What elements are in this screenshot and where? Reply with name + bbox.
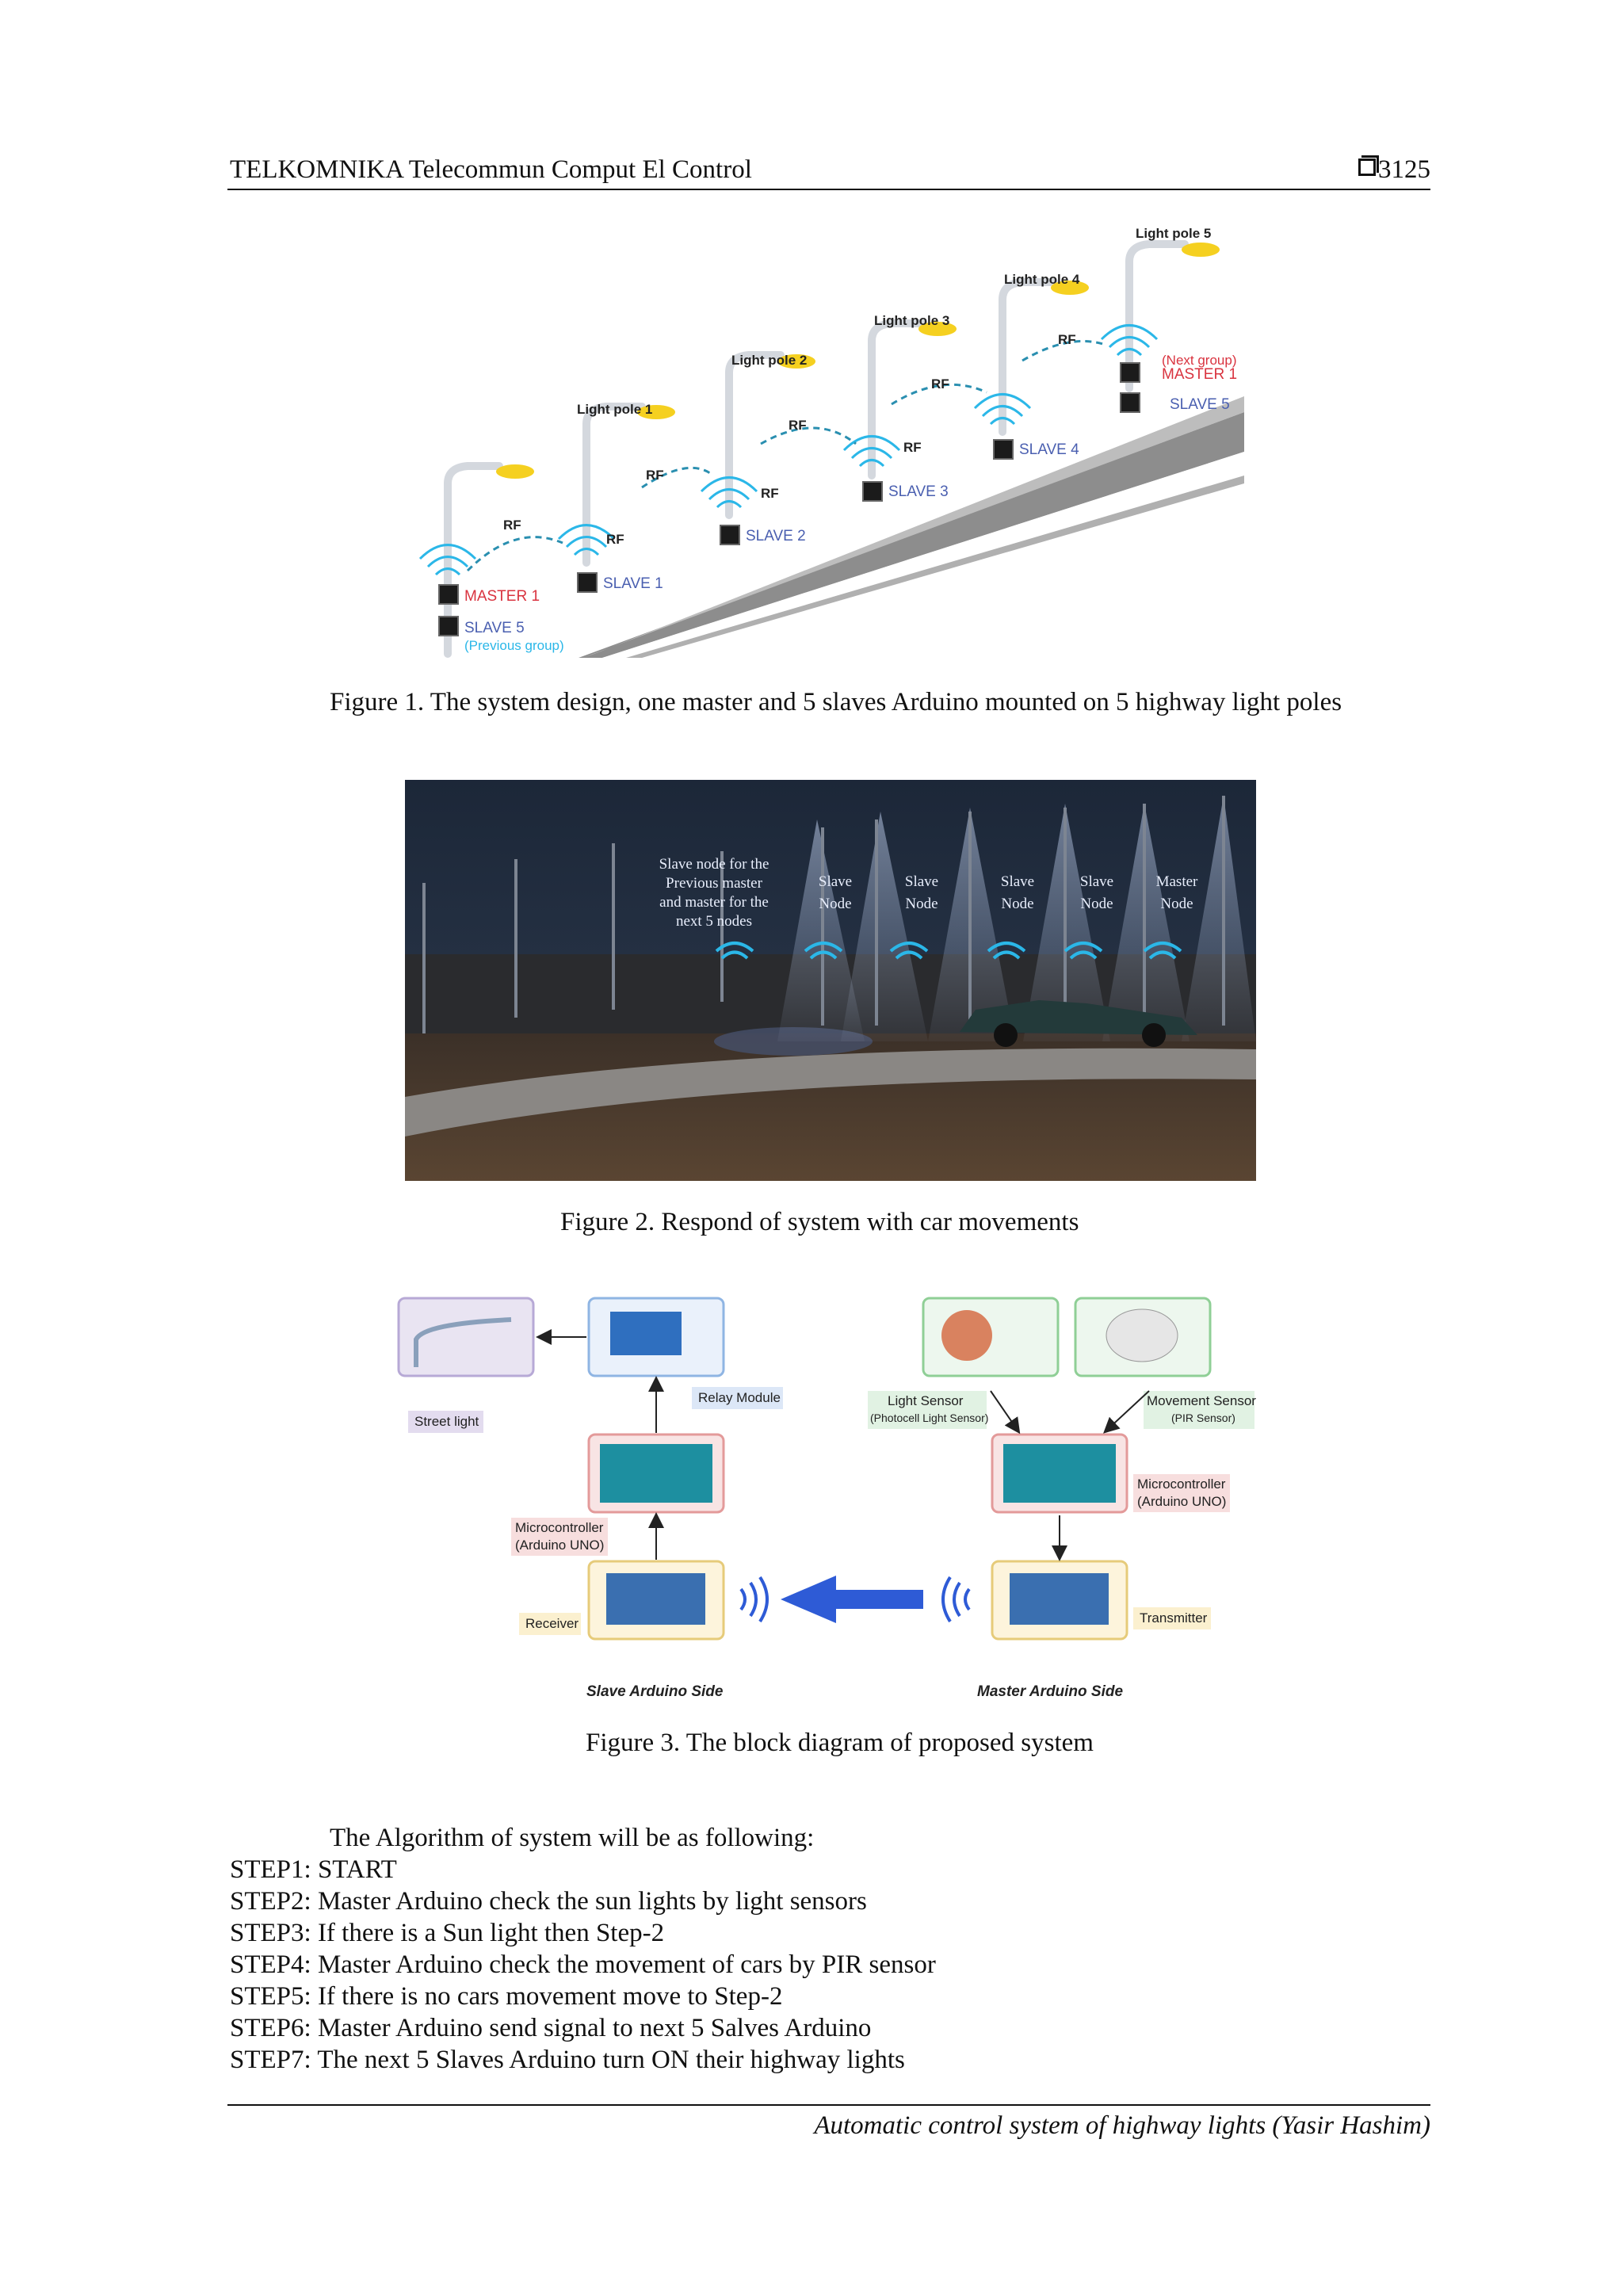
- algorithm-step-1: STEP1: START: [230, 1855, 397, 1884]
- slave-node-3-line-1: Slave: [1001, 873, 1034, 890]
- wifi-icons: [715, 942, 1182, 960]
- photocell-icon: [941, 1310, 992, 1361]
- poles: [422, 796, 1225, 1033]
- label-slave-2: SLAVE 2: [746, 528, 806, 544]
- prev-node-line-3: and master for the: [659, 894, 769, 911]
- car: [960, 1000, 1197, 1047]
- light-poles: [444, 240, 1189, 658]
- slave-microcontroller-label: Microcontroller: [515, 1520, 604, 1535]
- figure-1-system-design: Light pole 1 Light pole 2 Light pole 3 L…: [418, 226, 1244, 658]
- label-pole-1: Light pole 1: [577, 402, 652, 417]
- master-node-line-1: Master: [1156, 873, 1198, 890]
- transmitter-label: Transmitter: [1140, 1610, 1208, 1626]
- relay-module-label: Relay Module: [698, 1390, 781, 1405]
- label-rf-1: RF: [503, 518, 521, 533]
- label-pole-3: Light pole 3: [874, 313, 949, 328]
- label-master-1-next: MASTER 1: [1162, 366, 1237, 383]
- slave-side-label: Slave Arduino Side: [586, 1683, 724, 1700]
- label-rf-7: RF: [931, 376, 949, 392]
- photocell-label: (Photocell Light Sensor): [870, 1412, 988, 1424]
- master-side-label: Master Arduino Side: [977, 1683, 1123, 1700]
- figure-3-block-diagram: Street light Relay Module Microcontrolle…: [397, 1297, 1256, 1700]
- master-arduino-board-icon: [1003, 1444, 1116, 1503]
- light-sensor-label: Light Sensor: [888, 1393, 964, 1408]
- slave-arduino-uno-label: (Arduino UNO): [515, 1538, 604, 1553]
- pir-sensor-icon: [1106, 1308, 1178, 1362]
- page-marker-icon: [1358, 155, 1379, 176]
- arduino-board-icon: [600, 1444, 712, 1503]
- algorithm-intro: The Algorithm of system will be as follo…: [330, 1824, 815, 1852]
- wifi-signal-icons: [418, 324, 1159, 576]
- page-number: 3125: [1378, 155, 1430, 184]
- journal-title: TELKOMNIKA Telecommun Comput El Control: [230, 155, 752, 184]
- street-light-image: [397, 1297, 535, 1377]
- rf-arrows: [466, 340, 1106, 572]
- master-rf-module-icon: [1010, 1573, 1109, 1625]
- slave-node-4-line-1: Slave: [1080, 873, 1113, 890]
- slave-node-1-line-2: Node: [819, 896, 851, 912]
- algorithm-step-7: STEP7: The next 5 Slaves Arduino turn ON…: [230, 2046, 905, 2074]
- label-rf-8: RF: [1058, 332, 1076, 347]
- algorithm-step-3: STEP3: If there is a Sun light then Step…: [230, 1919, 665, 1947]
- label-slave-4: SLAVE 4: [1019, 441, 1079, 458]
- label-pole-5: Light pole 5: [1136, 226, 1211, 241]
- label-rf-4: RF: [761, 486, 779, 501]
- header-rule: [227, 189, 1430, 190]
- master-node-line-2: Node: [1160, 896, 1193, 912]
- label-rf-3: RF: [646, 468, 664, 483]
- big-transmission-arrow: [781, 1576, 923, 1623]
- prev-node-line-4: next 5 nodes: [676, 913, 752, 930]
- label-slave-3: SLAVE 3: [888, 483, 949, 500]
- slave-node-3-line-2: Node: [1001, 896, 1033, 912]
- label-slave-5-prev: SLAVE 5: [464, 620, 525, 636]
- prev-node-line-2: Previous master: [666, 875, 763, 892]
- movement-sensor-label: Movement Sensor: [1147, 1393, 1256, 1408]
- receiver-label: Receiver: [525, 1616, 579, 1631]
- road: [405, 1048, 1256, 1137]
- footer-rule: [227, 2104, 1430, 2106]
- footer-text: Automatic control system of highway ligh…: [814, 2111, 1430, 2140]
- slave-node-4-line-2: Node: [1080, 896, 1113, 912]
- rf-module-icon: [606, 1573, 705, 1625]
- algorithm-step-5: STEP5: If there is no cars movement move…: [230, 1982, 783, 2011]
- slave-node-1-line-1: Slave: [819, 873, 852, 890]
- figure-2-photo: Slave node for the Previous master and m…: [405, 780, 1256, 1181]
- master-microcontroller-label: Microcontroller: [1137, 1477, 1226, 1492]
- label-master-1: MASTER 1: [464, 588, 540, 605]
- figure-1-caption: Figure 1. The system design, one master …: [330, 688, 1342, 716]
- pir-label: (PIR Sensor): [1171, 1412, 1235, 1424]
- label-rf-5: RF: [789, 418, 807, 433]
- algorithm-step-4: STEP4: Master Arduino check the movement…: [230, 1950, 936, 1979]
- label-rf-6: RF: [903, 440, 922, 455]
- label-slave-5-next: SLAVE 5: [1170, 396, 1230, 413]
- figure-2-caption: Figure 2. Respond of system with car mov…: [560, 1208, 1079, 1236]
- slave-node-2-line-1: Slave: [905, 873, 938, 890]
- street-light-label: Street light: [414, 1414, 479, 1429]
- relay-icon: [610, 1312, 682, 1355]
- label-slave-1: SLAVE 1: [603, 575, 663, 592]
- label-previous-group: (Previous group): [464, 638, 564, 653]
- label-rf-2: RF: [606, 532, 624, 547]
- arduino-boxes: [438, 362, 1140, 636]
- label-next-group: (Next group): [1162, 353, 1236, 368]
- algorithm-step-6: STEP6: Master Arduino send signal to nex…: [230, 2014, 872, 2042]
- figure-3-caption: Figure 3. The block diagram of proposed …: [586, 1729, 1094, 1757]
- prev-node-line-1: Slave node for the: [659, 856, 769, 873]
- receive-signal-icon: [739, 1576, 769, 1623]
- master-arduino-uno-label: (Arduino UNO): [1137, 1494, 1226, 1509]
- lamp-heads: [496, 243, 1220, 479]
- label-pole-2: Light pole 2: [731, 353, 807, 368]
- algorithm-step-2: STEP2: Master Arduino check the sun ligh…: [230, 1887, 867, 1916]
- transmit-signal-icon: [941, 1576, 971, 1623]
- slave-node-2-line-2: Node: [905, 896, 938, 912]
- street-light-label-box: [408, 1411, 483, 1433]
- label-pole-4: Light pole 4: [1004, 272, 1080, 287]
